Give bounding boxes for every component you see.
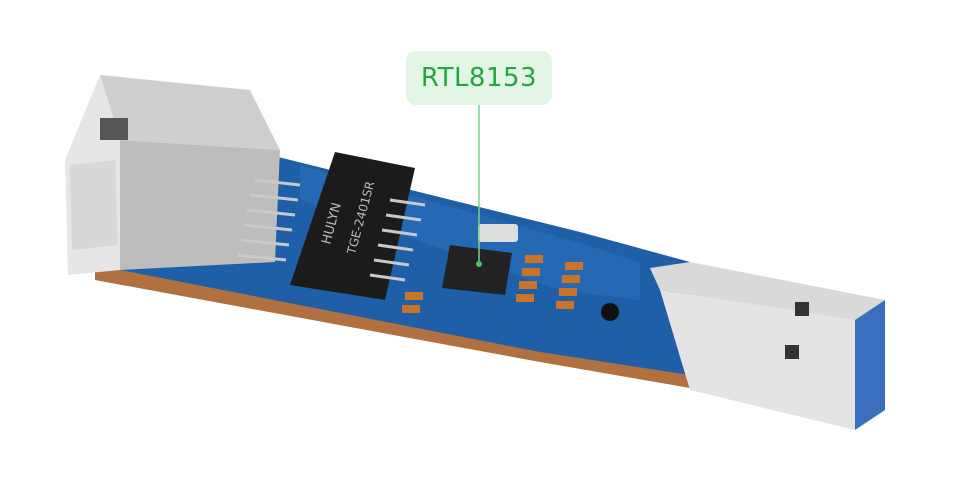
usb-plug-body: [660, 290, 855, 430]
usb-plug-hole: [785, 345, 799, 359]
rtl8153-chip: [442, 245, 512, 295]
rj45-port-opening: [100, 118, 128, 140]
transformer-pins: [237, 178, 426, 282]
callout-dot: [476, 261, 482, 267]
crystal: [478, 224, 518, 242]
smd-components: [402, 255, 583, 313]
transformer: [290, 152, 415, 300]
rj45-jack-top: [100, 75, 280, 150]
usb-plug-end: [855, 300, 885, 430]
rj45-jack-side: [120, 140, 280, 270]
usb-plug-top: [650, 262, 885, 320]
rj45-port-slot: [70, 160, 118, 250]
mounting-hole: [601, 303, 619, 321]
usb-plug-hole: [795, 302, 809, 316]
chip-callout-label: RTL8153: [406, 51, 552, 105]
